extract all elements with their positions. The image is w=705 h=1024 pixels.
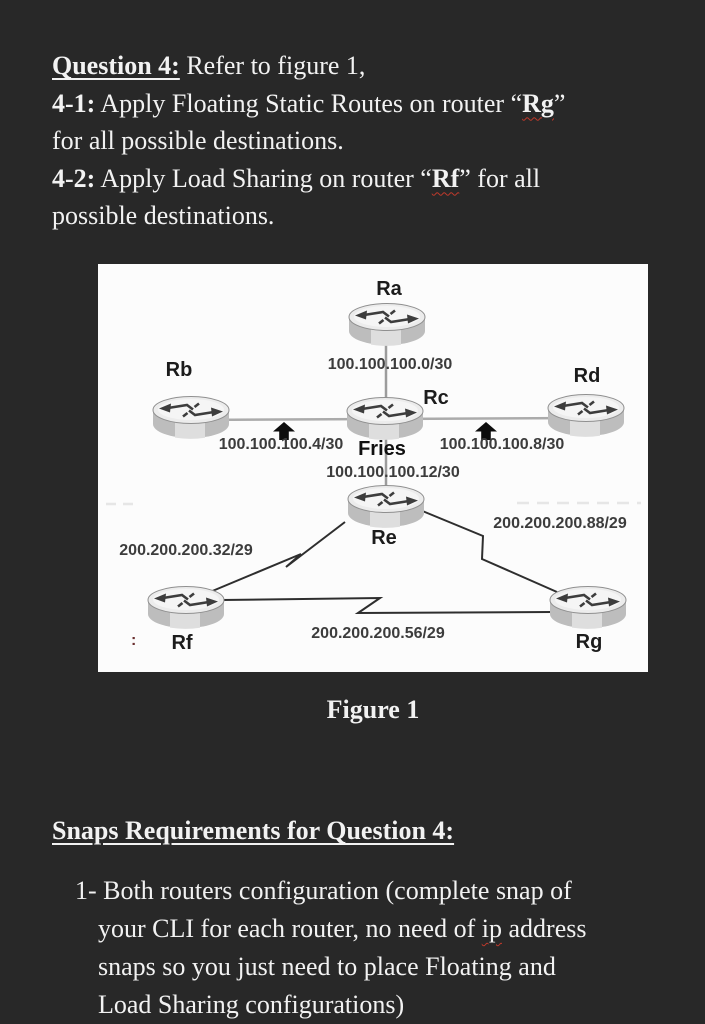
item-4-2-label: 4-2: <box>52 163 96 193</box>
question-heading-line: Question 4: Refer to figure 1, <box>52 47 680 85</box>
network-label-rc-re: 100.100.100.12/30 <box>326 464 460 481</box>
network-label-ra-rc: 100.100.100.0/30 <box>327 356 453 373</box>
figure-caption: Figure 1 <box>326 695 420 724</box>
figure-panel: Ra Rb Rc Rd Re Rf Rg Fries : 100.100.100… <box>98 264 648 672</box>
serial-link-re-rg <box>419 509 558 593</box>
serial-link-rf-rg <box>221 596 554 615</box>
item-4-2-text: Apply Load Sharing on router “ <box>95 163 432 193</box>
snaps-heading-line: Snaps Requirements for Question 4: <box>52 816 454 846</box>
snaps-heading: Snaps Requirements for Question 4: <box>52 816 455 845</box>
snaps-item-line-3: snaps so you just need to place Floating… <box>98 952 556 981</box>
question-line-4-2-cont: possible destinations. <box>52 201 275 230</box>
router-icon-rf <box>146 584 226 632</box>
router-icon-re <box>346 483 426 531</box>
snaps-item-line-4: Load Sharing configurations) <box>98 990 405 1019</box>
router-name-rg-ref: Rg <box>522 88 554 118</box>
network-label-re-rg: 200.200.200.88/29 <box>493 515 627 532</box>
router-icon-rg <box>548 584 628 632</box>
snaps-line-2-pre: your CLI for each router, no need of <box>98 914 482 943</box>
router-label-re: Re <box>371 527 397 549</box>
question-heading: Question 4: <box>52 51 180 80</box>
router-icon-rd <box>546 392 626 440</box>
snaps-item-line-1: 1- Both routers configuration (complete … <box>75 876 572 905</box>
item-4-1-label: 4-1: <box>52 88 96 118</box>
stray-colon-mark: : <box>131 632 137 649</box>
item-4-1-close: ” <box>553 88 566 118</box>
snaps-item-line-2: your CLI for each router, no need of ip … <box>98 910 675 948</box>
serial-link-rf-re <box>209 521 346 593</box>
router-label-rf: Rf <box>171 632 193 654</box>
question-heading-rest: Refer to figure 1, <box>179 51 366 80</box>
router-label-rc: Rc <box>423 387 449 409</box>
network-label-rc-rd: 100.100.100.8/30 <box>439 436 565 453</box>
network-label-rf-re: 200.200.200.32/29 <box>119 542 253 559</box>
question-line-4-1: 4-1: Apply Floating Static Routes on rou… <box>52 85 680 123</box>
question-block: Question 4: Refer to figure 1, 4-1: Appl… <box>52 47 680 235</box>
item-4-2-close: ” for all <box>459 163 541 193</box>
network-label-rf-rg: 200.200.200.56/29 <box>311 625 445 642</box>
device-label-fries: Fries <box>358 438 406 460</box>
question-line-4-2: 4-2: Apply Load Sharing on router “Rf” f… <box>52 160 680 198</box>
router-icon-rb <box>151 394 231 442</box>
question-line-4-1-cont: for all possible destinations. <box>52 126 344 155</box>
router-label-rg: Rg <box>575 631 603 653</box>
router-label-ra: Ra <box>376 278 402 300</box>
item-4-1-text: Apply Floating Static Routes on router “ <box>95 88 523 118</box>
router-label-rd: Rd <box>573 365 601 387</box>
snaps-requirements-list: 1- Both routers configuration (complete … <box>75 872 675 1024</box>
router-icon-ra <box>347 301 427 349</box>
router-icon-rc <box>345 395 425 443</box>
snaps-line-2-post: address <box>502 914 587 943</box>
snaps-line-2-ip: ip <box>481 914 502 943</box>
network-label-rb-rc: 100.100.100.4/30 <box>218 436 344 453</box>
router-label-rb: Rb <box>165 359 193 381</box>
router-name-rf-ref: Rf <box>431 163 460 193</box>
